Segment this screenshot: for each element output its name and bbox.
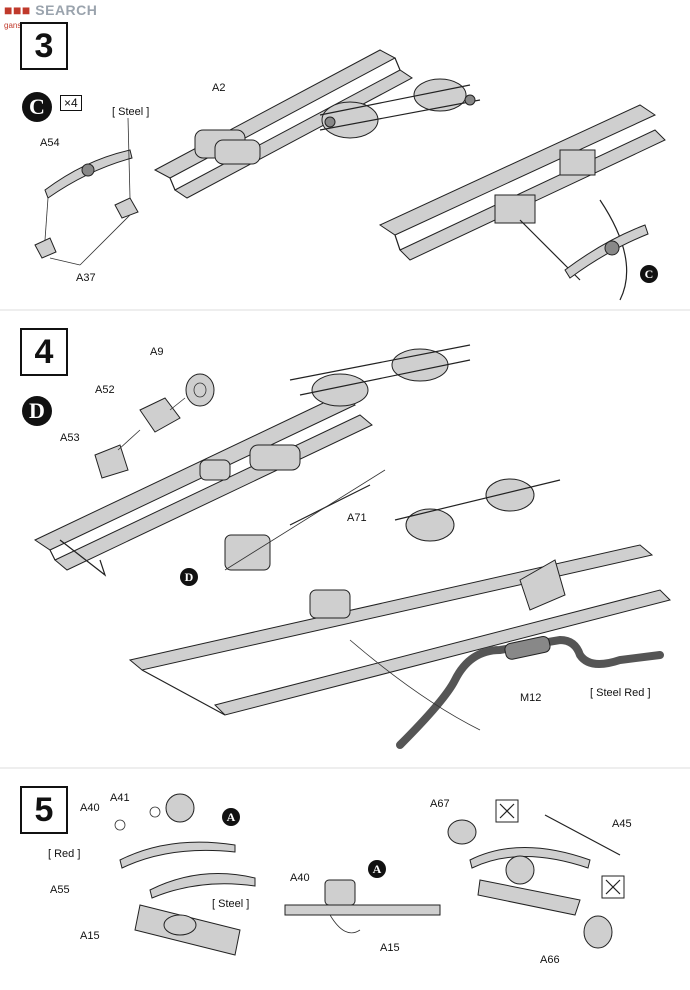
step4-chassis-upper [33,344,471,577]
part-label-a15: A15 [80,930,100,942]
step5-middle-assembly [284,879,441,934]
part-label-a40-middle: A40 [290,872,310,884]
step3-chassis-upper [153,49,481,199]
part-label-a2: A2 [212,82,226,94]
label-red: [ Red ] [48,848,81,860]
step4-shaft [224,469,386,571]
step3-chassis-lower [378,104,666,301]
part-label-a45: A45 [612,818,632,830]
sub-assembly-d-marker-icon: D [180,568,198,586]
part-label-a40: A40 [80,802,100,814]
step-3-number: 3 [20,22,68,70]
sub-assembly-a-marker-icon: A [222,808,240,826]
sub-assembly-c-marker-icon: C [640,265,658,283]
label-steel-step5: [ Steel ] [212,898,250,910]
step3-spring-left [34,117,139,266]
quantity-badge: ×4 [60,95,82,111]
part-label-a52: A52 [95,384,115,396]
step3-spring-right [564,224,649,279]
label-steel: [ Steel ] [112,106,150,118]
part-label-a9: A9 [150,346,164,358]
step-5-number: 5 [20,786,68,834]
part-label-a71: A71 [347,512,367,524]
part-label-a54: A54 [40,137,60,149]
sub-assembly-a-marker-middle-icon: A [368,860,386,878]
part-label-a66: A66 [540,954,560,966]
label-steel-red: [ Steel Red ] [590,687,651,699]
step4-exhaust [349,635,664,749]
watermark-brand: ■■■ SEARCH [4,2,98,18]
part-label-a67: A67 [430,798,450,810]
sub-assembly-d-icon: D [22,396,52,426]
part-label-a41: A41 [110,792,130,804]
part-label-a55: A55 [50,884,70,896]
step5-left-assembly [114,793,256,956]
part-label-a37: A37 [76,272,96,284]
part-label-a53: A53 [60,432,80,444]
step-4-number: 4 [20,328,68,376]
step4-chassis-lower [128,478,671,716]
step4-parts-left [94,373,215,479]
sub-assembly-c-icon: C [22,92,52,122]
step5-right-assembly [447,799,625,949]
part-label-m12: M12 [520,692,542,704]
part-label-a15-middle: A15 [380,942,400,954]
